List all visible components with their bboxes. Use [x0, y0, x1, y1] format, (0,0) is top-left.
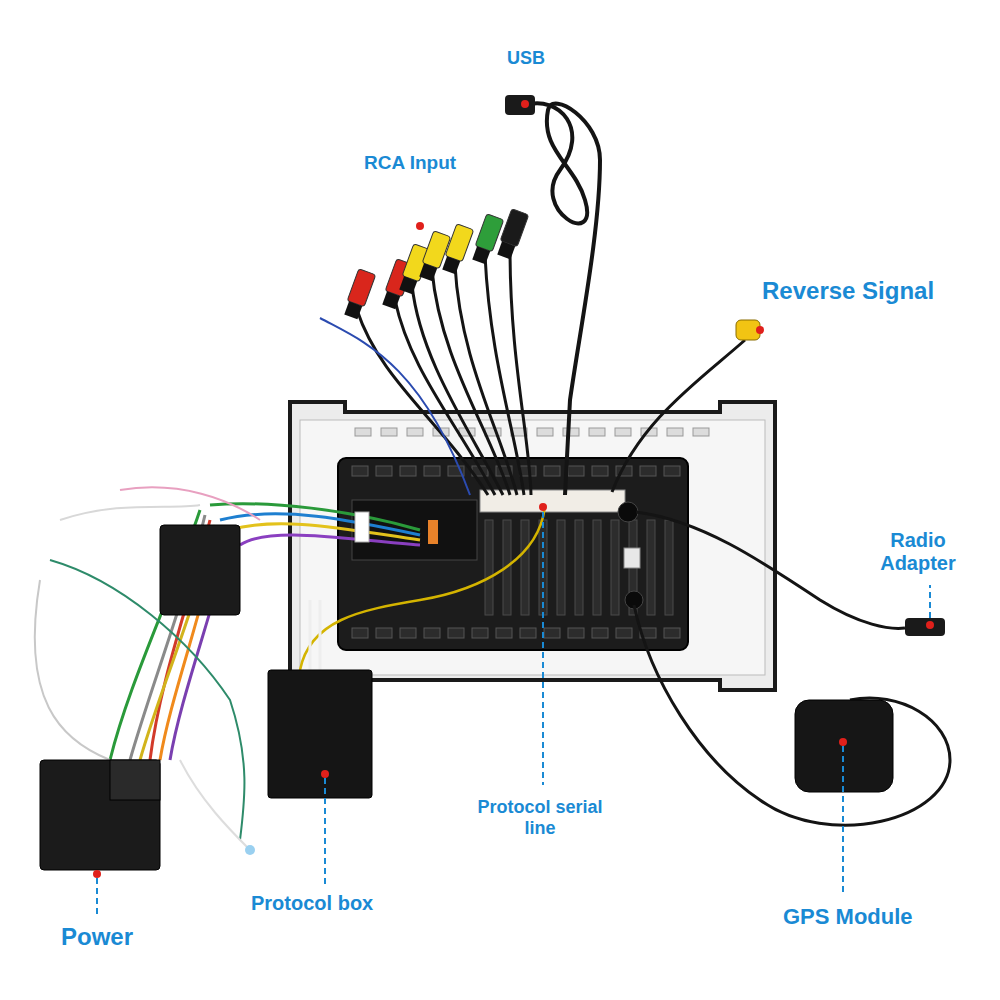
cable-tie	[355, 512, 369, 542]
rca-plug	[440, 224, 473, 275]
callout-label: Protocol serial line	[460, 797, 620, 838]
radio-cable	[636, 512, 905, 628]
callout-label: Power	[61, 923, 133, 951]
blue-wire	[320, 318, 470, 495]
wire-end	[245, 845, 255, 855]
rca-wires	[357, 250, 531, 495]
housing-slot	[400, 628, 416, 638]
rca-plug	[417, 231, 450, 282]
housing-slot	[352, 628, 368, 638]
housing-slot	[592, 466, 608, 476]
housing-slot	[664, 466, 680, 476]
housing-slot	[520, 628, 536, 638]
usb-cable	[525, 103, 600, 495]
housing-slot	[568, 628, 584, 638]
rca-plug	[470, 214, 503, 265]
housing-slot	[664, 628, 680, 638]
callout-label: RCA Input	[364, 152, 456, 174]
serial-wire	[300, 505, 545, 670]
housing-slot	[544, 466, 560, 476]
frame-slot	[537, 428, 553, 436]
housing-slot	[424, 628, 440, 638]
callout-label: Protocol box	[251, 892, 373, 915]
rca-plugs	[342, 209, 528, 320]
housing-slot	[593, 520, 601, 615]
housing-slot	[640, 466, 656, 476]
gps-jack	[624, 548, 640, 568]
callout-label: Reverse Signal	[762, 277, 934, 305]
power-connector	[40, 760, 160, 870]
antenna-jack	[618, 502, 638, 522]
housing-slot	[575, 520, 583, 615]
housing-slot	[448, 628, 464, 638]
frame-slot	[589, 428, 605, 436]
usb-plug	[505, 95, 535, 115]
rca-plug	[495, 209, 528, 260]
protocol-box	[268, 670, 372, 798]
rear-housing	[338, 458, 688, 650]
fuse	[428, 520, 438, 544]
housing-slot	[568, 466, 584, 476]
callout-label: GPS Module	[783, 904, 913, 929]
frame-slot	[693, 428, 709, 436]
radio-plug	[905, 618, 945, 636]
housing-slot	[485, 520, 493, 615]
housing-slot	[376, 628, 392, 638]
housing-slot	[521, 520, 529, 615]
iso-connector	[160, 525, 240, 615]
housing-slot	[592, 628, 608, 638]
marker-dots	[93, 100, 934, 878]
mounting-frame	[290, 402, 775, 690]
callout-label: Radio Adapter	[863, 529, 973, 575]
frame-slot	[667, 428, 683, 436]
housing-slot	[424, 466, 440, 476]
reverse-cable	[612, 340, 745, 492]
frame-slot	[407, 428, 423, 436]
frame-slots	[355, 428, 709, 436]
frame-slot	[563, 428, 579, 436]
box-leads	[310, 600, 320, 672]
power-connector-tab	[110, 760, 160, 800]
housing-slot	[557, 520, 565, 615]
housing-slot	[647, 520, 655, 615]
housing-slot	[665, 520, 673, 615]
callout-label: USB	[507, 48, 545, 69]
housing-slot	[544, 628, 560, 638]
housing-slot	[376, 466, 392, 476]
rca-plug	[342, 269, 375, 320]
frame-slot	[355, 428, 371, 436]
housing-slot	[611, 520, 619, 615]
housing-slot	[400, 466, 416, 476]
housing-slot	[352, 466, 368, 476]
housing-slot	[496, 628, 512, 638]
frame-slot	[615, 428, 631, 436]
housing-slot	[472, 628, 488, 638]
frame-panel	[300, 420, 765, 675]
frame-slot	[381, 428, 397, 436]
gps-cable	[634, 605, 950, 825]
leader-lines	[97, 512, 930, 914]
housing-slot	[616, 628, 632, 638]
